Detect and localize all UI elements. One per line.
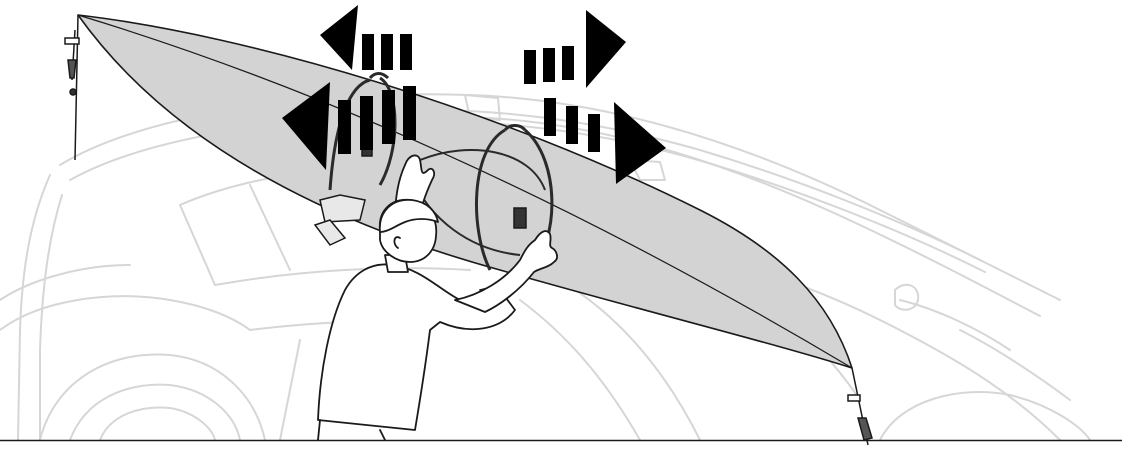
upper-left-arrow xyxy=(320,5,412,70)
front-tie-down xyxy=(65,15,79,160)
rear-tie-down xyxy=(848,368,872,445)
upper-right-arrow xyxy=(524,10,626,88)
